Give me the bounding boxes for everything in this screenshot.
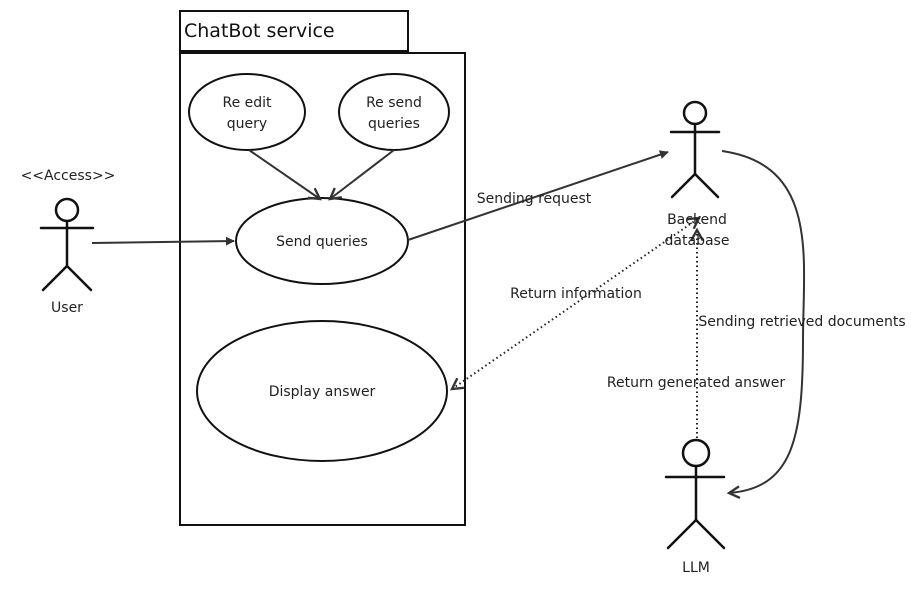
sending-retrieved-documents-label: Sending retrieved documents (698, 314, 905, 330)
re-send-to-send-arrow (330, 149, 395, 199)
re-edit-line2: query (227, 116, 267, 132)
return-information-arrow (452, 218, 699, 389)
backend-label-line1: Backend (667, 212, 727, 228)
return-generated-answer-label: Return generated answer (607, 375, 785, 391)
send-queries-label: Send queries (276, 234, 368, 250)
use-case-re-send[interactable]: Re send queries (338, 73, 450, 151)
sending-request-label: Sending request (477, 191, 592, 207)
use-case-re-edit[interactable]: Re edit query (188, 73, 306, 151)
re-send-line1: Re send (366, 95, 422, 111)
llm-actor[interactable] (664, 438, 726, 550)
user-actor[interactable] (39, 197, 95, 292)
re-send-line2: queries (368, 116, 420, 132)
user-to-send-arrow (91, 236, 235, 246)
system-title: ChatBot service (184, 20, 335, 42)
use-case-send-queries[interactable]: Send queries (235, 197, 409, 285)
use-case-display-answer[interactable]: Display answer (196, 320, 448, 462)
re-edit-line1: Re edit (222, 95, 272, 111)
re-edit-to-send-arrow (248, 149, 320, 199)
backend-actor[interactable] (669, 100, 721, 199)
sending-retrieved-documents-arrow (721, 150, 806, 493)
user-label: User (51, 300, 83, 316)
access-stereotype: <<Access>> (21, 168, 116, 184)
backend-label-line2: database (665, 233, 730, 249)
system-tab (179, 10, 409, 52)
return-information-label: Return information (510, 286, 642, 302)
display-answer-label: Display answer (269, 384, 376, 400)
llm-label: LLM (682, 560, 710, 576)
